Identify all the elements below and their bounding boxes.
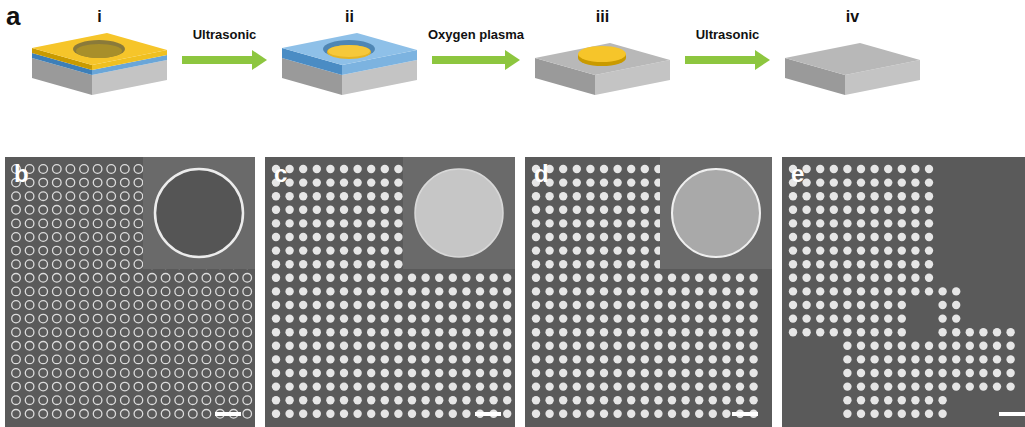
step-iv-illustration <box>785 43 920 95</box>
sem-image <box>265 157 515 427</box>
panel-letter: d <box>525 157 772 187</box>
step-numeral: ii <box>277 8 422 26</box>
process-step: iii <box>530 8 675 108</box>
arrow-label: Ultrasonic <box>191 27 259 42</box>
process-arrow <box>432 50 520 70</box>
panel-letter: e <box>782 157 1025 187</box>
sem-panel: b <box>5 157 255 427</box>
step-ii-illustration <box>282 33 417 95</box>
step-i-illustration <box>32 33 167 95</box>
sem-panel: c <box>265 157 515 427</box>
sem-image <box>5 157 255 427</box>
panel-letter: c <box>265 157 515 187</box>
step-iii-illustration <box>535 43 670 95</box>
step-numeral: iii <box>530 8 675 26</box>
process-arrow <box>685 50 770 70</box>
process-step: ii <box>277 8 422 108</box>
sem-image <box>782 157 1025 427</box>
step-numeral: iv <box>780 8 925 26</box>
step-numeral: i <box>27 8 172 26</box>
process-arrow <box>182 50 267 70</box>
sem-image <box>525 157 772 427</box>
arrow-label: Oxygen plasma <box>426 27 526 42</box>
arrow-label: Ultrasonic <box>694 27 762 42</box>
sem-panel: e <box>782 157 1025 427</box>
process-step: i <box>27 8 172 108</box>
panel-letter: a <box>6 2 20 30</box>
panel-letter: b <box>5 157 255 187</box>
sem-panel: d <box>525 157 772 427</box>
process-step: iv <box>780 8 925 108</box>
